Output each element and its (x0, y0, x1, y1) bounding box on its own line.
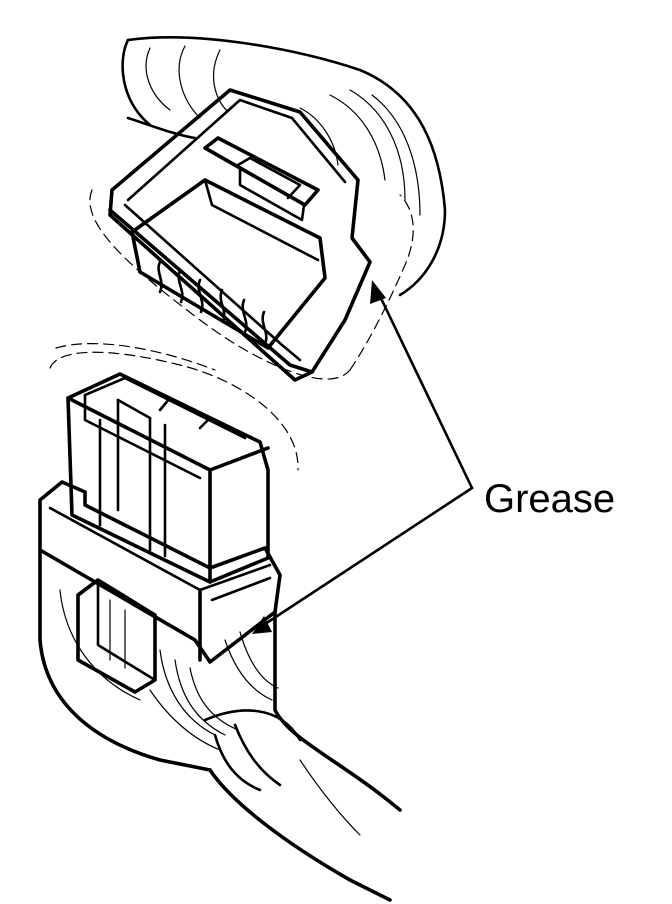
upper-housing-outline (108, 88, 372, 382)
lower-connector (38, 343, 402, 902)
leader-line-upper (376, 290, 474, 490)
grease-callout: Grease (252, 280, 615, 634)
upper-connector (89, 36, 447, 382)
arrowhead-upper (370, 280, 386, 304)
lower-side-latch (76, 578, 157, 694)
lower-plug-body (66, 372, 270, 584)
lower-collar (38, 480, 282, 664)
arrowhead-lower (252, 616, 272, 634)
grease-label: Grease (484, 477, 615, 521)
upper-lock-tab (203, 136, 320, 222)
leader-line-lower (260, 486, 474, 628)
lower-wire-body (38, 548, 212, 772)
upper-grease-outline (89, 189, 351, 380)
lower-grease-outline (49, 351, 299, 471)
upper-wire-bundle (121, 36, 447, 297)
upper-terminal-slots (157, 260, 268, 346)
upper-terminal-block (130, 178, 327, 350)
